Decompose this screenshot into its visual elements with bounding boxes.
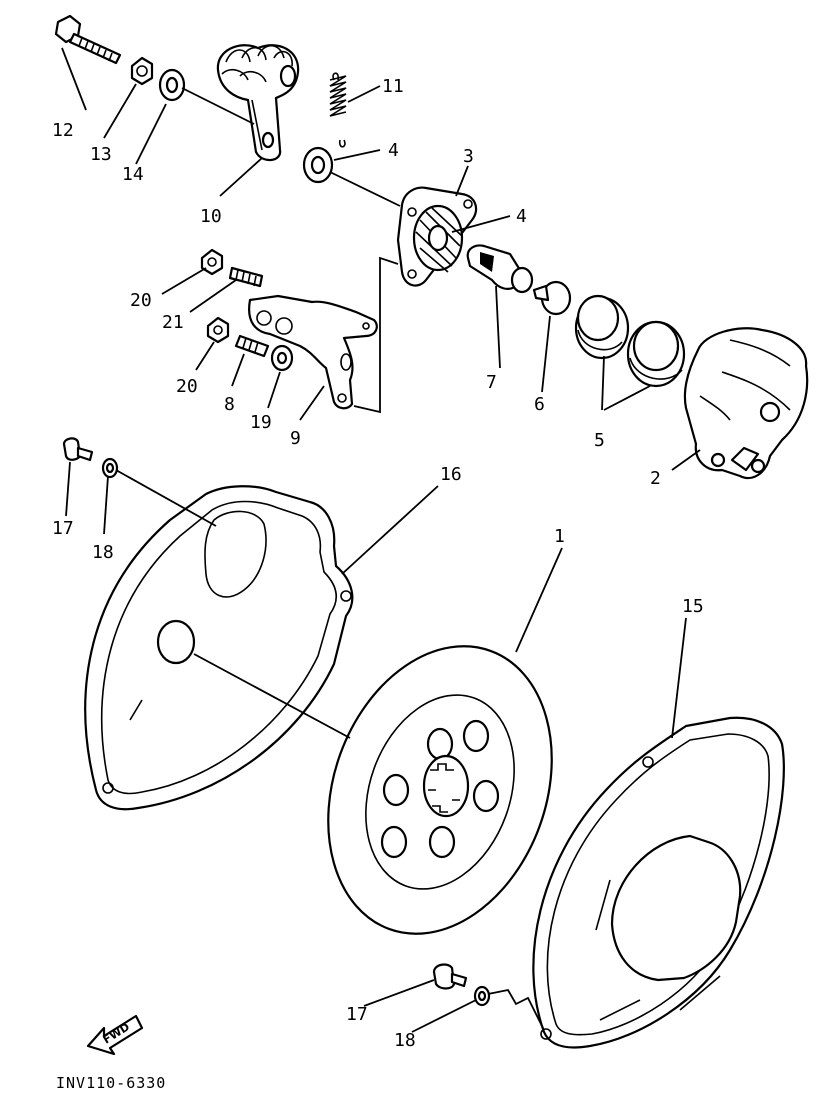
callout-16: 16 <box>440 464 462 485</box>
callout-17-upper: 17 <box>52 518 74 539</box>
part-21-stud <box>228 266 264 288</box>
part-4-seal-upper <box>302 146 334 184</box>
callout-8: 8 <box>224 394 235 415</box>
axis-line-16-1 <box>193 653 351 739</box>
part-19-washer <box>270 344 294 372</box>
part-13-nut <box>130 56 154 86</box>
part-17-bolt-lower <box>432 963 468 990</box>
part-14-washer <box>158 68 186 102</box>
part-6-pin <box>532 280 572 316</box>
callout-19: 19 <box>250 412 272 433</box>
axis-line-4-3 <box>329 171 401 207</box>
callout-15: 15 <box>682 596 704 617</box>
leader-lines <box>61 47 701 1033</box>
callout-6: 6 <box>534 394 545 415</box>
part-18-washer-lower <box>473 985 491 1007</box>
callout-1: 1 <box>554 526 565 547</box>
part-5-cup-right <box>626 320 686 388</box>
callout-21: 21 <box>162 312 184 333</box>
part-16-backing-plate <box>84 485 354 811</box>
assembly-line-18-15 <box>487 988 545 1031</box>
part-3-housing <box>396 186 478 287</box>
part-20-nut-upper <box>200 248 224 276</box>
callout-11: 11 <box>382 76 404 97</box>
part-10-lever <box>216 44 300 162</box>
callout-4-lower: 4 <box>516 206 527 227</box>
part-5-cup-left <box>574 294 630 360</box>
assembly-line-9-3 <box>353 256 399 414</box>
part-7-camshaft <box>466 244 534 294</box>
callout-7: 7 <box>486 372 497 393</box>
part-11-spring <box>329 72 347 148</box>
fwd-arrow: FWD <box>86 1014 144 1056</box>
callout-3: 3 <box>463 146 474 167</box>
callout-9: 9 <box>290 428 301 449</box>
part-15-dust-cover <box>532 716 785 1049</box>
callout-18-upper: 18 <box>92 542 114 563</box>
callout-14: 14 <box>122 164 144 185</box>
part-12-bolt <box>54 14 122 65</box>
part-20-nut-lower <box>206 316 230 344</box>
callout-20-lower: 20 <box>176 376 198 397</box>
part-9-bracket <box>248 294 378 410</box>
callout-10: 10 <box>200 206 222 227</box>
callout-5: 5 <box>594 430 605 451</box>
part-1-brake-disc <box>327 645 553 935</box>
callout-17-lower: 17 <box>346 1004 368 1025</box>
part-8-bolt <box>234 334 270 358</box>
drawing-code: INV110-6330 <box>56 1074 166 1092</box>
part-2-caliper <box>683 327 809 480</box>
callout-12: 12 <box>52 120 74 141</box>
axis-line-18-16 <box>115 469 217 527</box>
callout-2: 2 <box>650 468 661 489</box>
part-18-washer-upper <box>101 457 119 479</box>
callout-13: 13 <box>90 144 112 165</box>
callout-4-upper: 4 <box>388 140 399 161</box>
axis-line-14-10 <box>181 87 255 125</box>
part-17-bolt-upper <box>62 437 94 462</box>
callout-20-upper: 20 <box>130 290 152 311</box>
callout-18-lower: 18 <box>394 1030 416 1051</box>
